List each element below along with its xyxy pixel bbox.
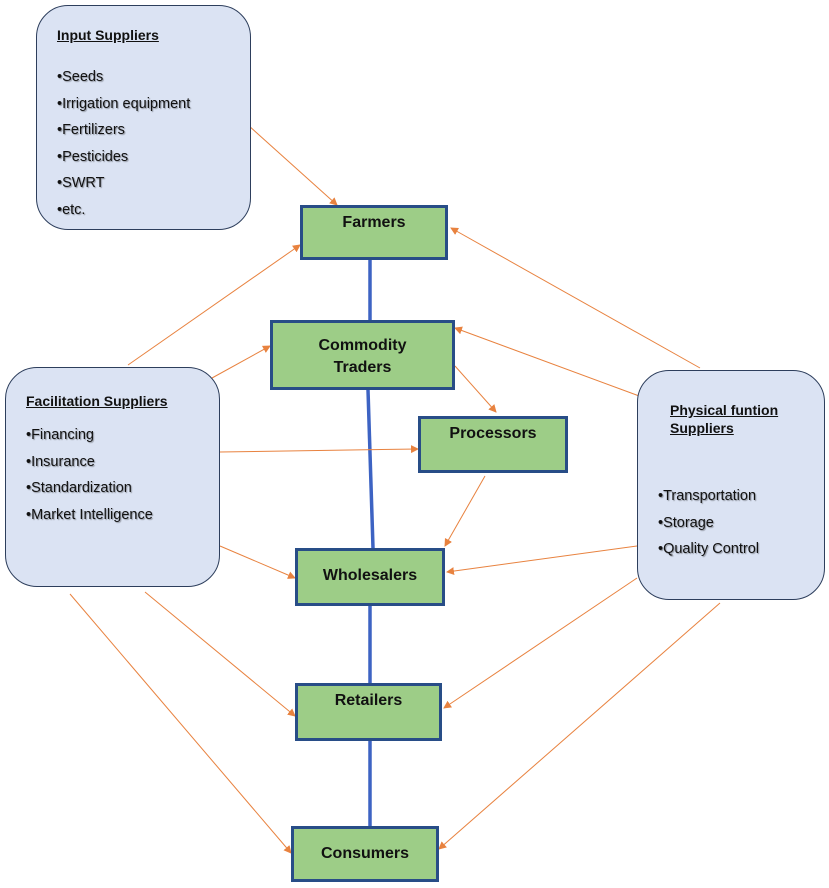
list-item: Transportation bbox=[658, 483, 759, 510]
list-item: Storage bbox=[658, 510, 759, 537]
arrow-facilitation-to-wholesalers bbox=[219, 545, 296, 579]
arrow-traders-to-processors bbox=[454, 365, 497, 413]
arrow-input-to-farmers bbox=[247, 124, 338, 206]
farmers-label: Farmers bbox=[342, 214, 406, 231]
retailers-box: Retailers bbox=[295, 683, 442, 741]
arrow-facilitation-to-retailers bbox=[144, 591, 296, 717]
physical-function-suppliers-box: Physical funtion Suppliers Transportatio… bbox=[637, 370, 825, 600]
wholesalers-box: Wholesalers bbox=[295, 548, 445, 606]
arrow-physical-to-wholesalers bbox=[446, 545, 638, 576]
list-item: etc. bbox=[57, 197, 190, 224]
commodity-traders-label-line-2: Traders bbox=[333, 359, 392, 377]
arrow-facilitation-to-processors bbox=[219, 445, 419, 454]
list-item: Irrigation equipment bbox=[57, 91, 190, 118]
physical-suppliers-title: Physical funtion Suppliers bbox=[670, 401, 778, 437]
arrow-physical-to-consumers bbox=[438, 602, 721, 850]
arrow-processors-to-wholesalers bbox=[444, 475, 486, 547]
list-item: Market Intelligence bbox=[26, 502, 153, 529]
arrow-facilitation-to-farmers bbox=[127, 244, 301, 366]
list-item: Insurance bbox=[26, 449, 153, 476]
list-item: Fertilizers bbox=[57, 117, 190, 144]
arrow-facilitation-to-consumers bbox=[69, 593, 292, 854]
consumers-label: Consumers bbox=[320, 845, 410, 862]
retailers-label: Retailers bbox=[334, 692, 403, 709]
facilitation-suppliers-box: Facilitation Suppliers Financing Insuran… bbox=[5, 367, 220, 587]
wholesalers-label: Wholesalers bbox=[322, 567, 418, 584]
commodity-traders-box: Commodity Traders bbox=[270, 320, 455, 390]
list-item: Quality Control bbox=[658, 536, 759, 563]
list-item: Seeds bbox=[57, 64, 190, 91]
farmers-box: Farmers bbox=[300, 205, 448, 260]
input-suppliers-box: Input Suppliers Seeds Irrigation equipme… bbox=[36, 5, 251, 230]
consumers-box: Consumers bbox=[291, 826, 439, 882]
arrow-physical-to-retailers bbox=[443, 577, 638, 709]
list-item: Standardization bbox=[26, 475, 153, 502]
chain-traders-to-wholesalers bbox=[366, 389, 375, 549]
list-item: Financing bbox=[26, 422, 153, 449]
arrow-physical-to-farmers bbox=[450, 227, 701, 369]
input-suppliers-list: Seeds Irrigation equipment Fertilizers P… bbox=[57, 64, 190, 223]
list-item: Pesticides bbox=[57, 144, 190, 171]
physical-suppliers-title-line-1: Physical funtion bbox=[670, 402, 779, 418]
processors-label: Processors bbox=[449, 425, 537, 442]
facilitation-suppliers-list: Financing Insurance Standardization Mark… bbox=[26, 422, 153, 528]
processors-box: Processors bbox=[418, 416, 568, 473]
commodity-traders-label: Commodity Traders bbox=[319, 335, 407, 387]
input-suppliers-title: Input Suppliers bbox=[57, 27, 159, 43]
facilitation-suppliers-title: Facilitation Suppliers bbox=[26, 393, 168, 409]
arrow-facilitation-to-traders bbox=[211, 345, 271, 379]
list-item: SWRT bbox=[57, 170, 190, 197]
physical-suppliers-list: Transportation Storage Quality Control bbox=[658, 483, 759, 563]
arrow-physical-to-traders bbox=[454, 326, 651, 401]
commodity-traders-label-line-1: Commodity bbox=[318, 337, 407, 354]
physical-suppliers-title-line-2: Suppliers bbox=[670, 420, 734, 437]
